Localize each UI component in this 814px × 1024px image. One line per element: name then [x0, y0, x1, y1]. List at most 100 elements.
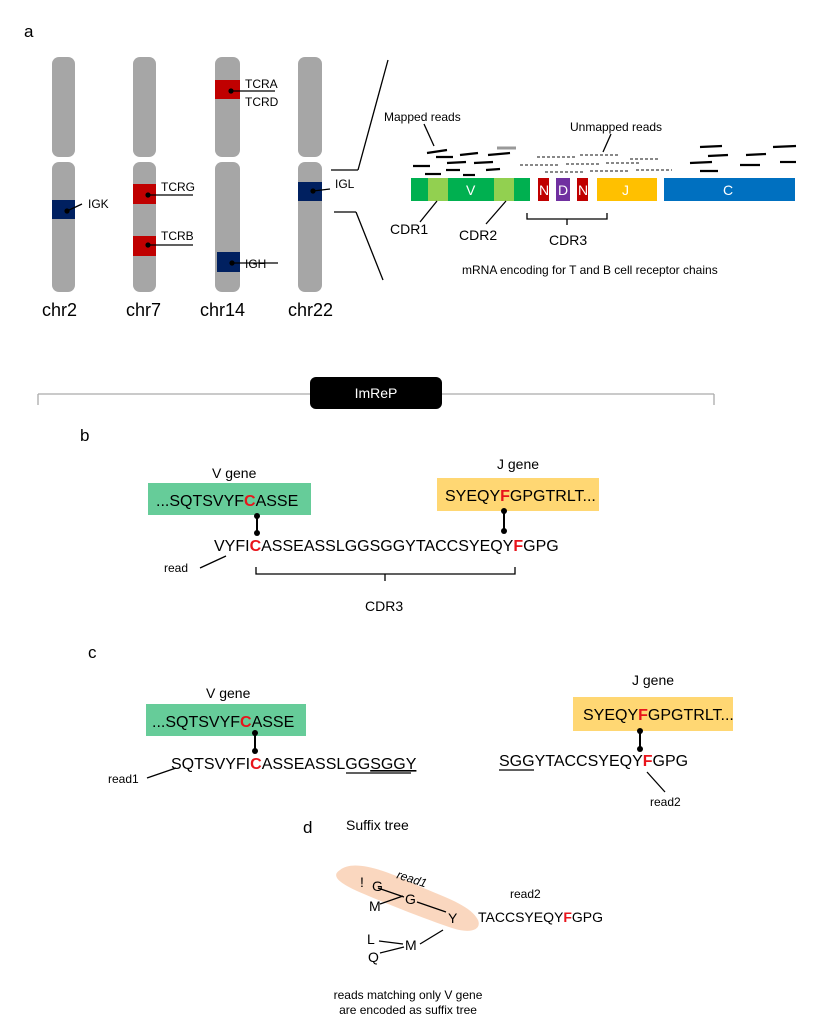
imrep-label: ImReP — [355, 385, 398, 401]
mrna-caption: mRNA encoding for T and B cell receptor … — [462, 263, 718, 277]
b-read-label: read — [164, 561, 188, 575]
suffix-tree-title: Suffix tree — [346, 817, 409, 833]
segment-cdr2 — [494, 178, 514, 201]
b-v-gene-label: V gene — [212, 465, 257, 481]
suffix-tree-read2-sequence: TACCSYEQYFGPG — [478, 909, 603, 925]
c-read2-pointer — [646, 771, 666, 793]
suffix-node-g1: G — [372, 878, 383, 894]
imrep-badge — [310, 377, 442, 409]
suffix-tree-caption-line1: reads matching only V gene — [334, 988, 483, 1002]
label-igl: IGL — [335, 177, 355, 191]
b-v-gene-sequence: ...SQTSVYFCASSE — [156, 493, 298, 510]
unmapped-reads-pointer — [602, 133, 612, 153]
suffix-node-m1: M — [369, 898, 381, 914]
c-j-gene-label: J gene — [632, 672, 674, 688]
unmapped-reads-label: Unmapped reads — [570, 120, 662, 134]
cdr1-pointer — [419, 200, 438, 223]
cdr1-label: CDR1 — [390, 221, 428, 237]
suffix-node-m2: M — [405, 937, 417, 953]
segment-j — [597, 178, 657, 201]
zoom-lines — [331, 59, 389, 281]
panel-label-c: c — [88, 643, 97, 662]
c-v-gene-sequence: ...SQTSVYFCASSE — [152, 714, 294, 731]
suffix-tree-read2-label: read2 — [510, 887, 541, 901]
b-v-gene-box — [148, 483, 311, 515]
c-read2-sequence: SGGYTACCSYEQYFGPG — [499, 753, 688, 770]
mapped-reads — [413, 144, 797, 177]
c-read1-pointer — [146, 767, 177, 779]
b-read-pointer — [199, 555, 227, 569]
suffix-node-q: Q — [368, 949, 379, 965]
locus-igl-band — [298, 182, 322, 201]
cdr3-label: CDR3 — [549, 232, 587, 248]
panel-label-b: b — [80, 426, 89, 445]
chromosome-label-chr22: chr22 — [288, 300, 333, 320]
c-j-gene-box — [573, 697, 733, 731]
label-igh: IGH — [245, 257, 266, 271]
segment-d-label: D — [558, 182, 568, 198]
c-v-gene-box — [146, 704, 306, 736]
chromosome-chr22 — [298, 57, 322, 292]
label-tcrd: TCRD — [245, 95, 279, 109]
suffix-node-excl: ! — [360, 874, 364, 890]
c-read1-sequence: SQTSVYFICASSEASSLGGSGGY — [171, 756, 417, 773]
segment-v — [448, 178, 494, 201]
chromosome-label-chr7: chr7 — [126, 300, 161, 320]
b-j-gene-sequence: SYEQYFGPGTRLT... — [445, 488, 596, 505]
b-cdr3-label: CDR3 — [365, 598, 403, 614]
segment-n2-label: N — [578, 182, 588, 198]
label-tcra: TCRA — [245, 77, 278, 91]
locus-igk-band — [52, 200, 75, 219]
cdr3-bracket — [526, 213, 608, 225]
chromosome-label-chr14: chr14 — [200, 300, 245, 320]
suffix-node-y: Y — [448, 910, 458, 926]
segment-n1 — [538, 178, 549, 201]
b-cdr3-bracket — [255, 567, 516, 581]
locus-tcrb-band — [133, 236, 156, 256]
chromosome-chr14 — [215, 57, 240, 292]
c-read2-label: read2 — [650, 795, 681, 809]
chromosome-chr7 — [133, 57, 156, 292]
label-igk: IGK — [88, 197, 109, 211]
mapped-reads-label: Mapped reads — [384, 110, 461, 124]
segment-fr3 — [514, 178, 530, 201]
locus-pointers — [64, 88, 331, 266]
cdr2-pointer — [485, 200, 507, 225]
gene-segment-bar — [411, 178, 795, 201]
panel-label-d: d — [303, 818, 312, 837]
b-alignment-connectors — [254, 508, 507, 536]
b-read-sequence: VYFICASSEASSLGGSGGYTACCSYEQYFGPG — [214, 538, 559, 555]
segment-leader — [411, 178, 428, 201]
suffix-tree-highlight-blob — [336, 865, 479, 931]
b-j-gene-box — [437, 478, 599, 511]
suffix-tree-caption-line2: are encoded as suffix tree — [339, 1003, 477, 1017]
c-alignment-connectors — [252, 728, 643, 754]
cdr2-label: CDR2 — [459, 227, 497, 243]
segment-n1-label: N — [539, 182, 549, 198]
segment-d — [556, 178, 570, 201]
suffix-node-g2: G — [405, 891, 416, 907]
segment-n2 — [577, 178, 588, 201]
segment-c — [664, 178, 795, 201]
segment-j-label: J — [622, 182, 629, 198]
locus-tcrg-band — [133, 184, 156, 204]
segment-v-label: V — [466, 182, 476, 198]
panel-label-a: a — [24, 22, 34, 41]
suffix-node-l: L — [367, 931, 375, 947]
locus-tcra-band — [215, 80, 240, 99]
c-read1-label: read1 — [108, 772, 139, 786]
mapped-reads-pointer — [423, 123, 435, 147]
label-tcrb: TCRB — [161, 229, 194, 243]
suffix-tree-edges — [377, 887, 447, 954]
c-v-gene-label: V gene — [206, 685, 251, 701]
chromosome-label-chr2: chr2 — [42, 300, 77, 320]
b-j-gene-label: J gene — [497, 456, 539, 472]
c-j-gene-sequence: SYEQYFGPGTRLT... — [583, 707, 734, 724]
segment-cdr1 — [428, 178, 448, 201]
chromosome-chr2 — [52, 57, 75, 292]
locus-igh-band — [217, 252, 240, 272]
label-tcrg: TCRG — [161, 180, 195, 194]
unmapped-reads — [520, 154, 672, 173]
segment-c-label: C — [723, 182, 733, 198]
